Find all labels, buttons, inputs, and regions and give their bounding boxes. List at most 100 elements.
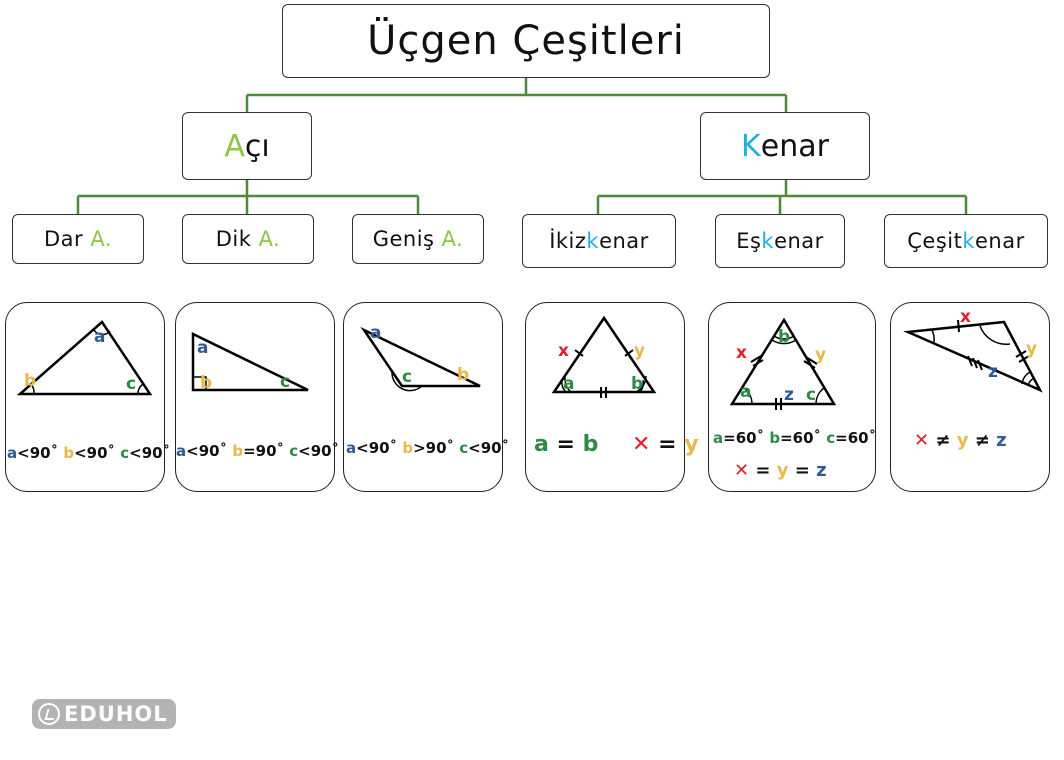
genis-f-b-rel: >90˚ [413, 439, 455, 457]
ikiz-f-a: a [534, 432, 549, 457]
dik-f-a: a [176, 442, 187, 460]
acute-label-c: c [126, 374, 136, 394]
es-f-eq2: = [788, 460, 817, 481]
es-f-c: c [826, 429, 836, 447]
cesitkenar-card [890, 302, 1050, 492]
right-label-b: b [200, 373, 212, 393]
kenar-first-letter: K [741, 128, 761, 164]
equilateral-label-y: y [815, 345, 826, 365]
es-k: k [761, 229, 775, 253]
ikiz-f-eq2: = [650, 432, 685, 457]
aci-first-letter: A [224, 128, 245, 164]
dar-aci-card [5, 302, 165, 492]
dik-f-a-rel: <90˚ [186, 442, 228, 460]
right-label-c: c [280, 372, 290, 392]
cesit-f-y: y [956, 430, 969, 451]
ikiz-formula: a = b ✕ = y [534, 432, 699, 457]
dik-aci-card [175, 302, 335, 492]
equilateral-label-x: x [736, 343, 747, 363]
es-pre: Eş [736, 229, 762, 253]
eduhol-logo-text: EDUHOL [64, 702, 168, 726]
genis-f-a-rel: <90˚ [356, 439, 398, 457]
kenar-rest: enar [760, 128, 829, 164]
acute-label-a: a [94, 327, 105, 347]
dik-f-c-rel: <90˚ [298, 442, 340, 460]
dik-f-b: b [232, 442, 244, 460]
dik-abbr: A. [258, 227, 281, 251]
genis-formula: a<90˚ b>90˚ c<90˚ [346, 439, 509, 457]
obtuse-label-b: b [457, 365, 469, 385]
scalene-label-x: x [960, 307, 971, 327]
genis-f-b: b [402, 439, 414, 457]
es-f-a-rel: =60˚ [723, 429, 765, 447]
dik-formula: a<90˚ b=90˚ c<90˚ [176, 442, 339, 460]
cesit-f-x: ✕ [914, 430, 930, 451]
dar-f-c: c [120, 444, 130, 462]
dar-f-b-rel: <90˚ [74, 444, 116, 462]
cesit-pre: Çeşit [907, 229, 963, 253]
aci-rest: çı [244, 128, 270, 164]
cesit-f-z: z [996, 430, 1007, 451]
eduhol-logo: EDUHOL [32, 699, 176, 729]
acute-triangle [16, 320, 153, 396]
es-f-b-rel: =60˚ [780, 429, 822, 447]
ikiz-pre: İkiz [549, 229, 587, 253]
es-f-z: z [816, 460, 827, 481]
cesit-f-ne2: ≠ [968, 430, 997, 451]
isosceles-label-x: x [558, 341, 569, 361]
equilateral-label-c: c [806, 385, 816, 405]
dar-formula: a<90˚ b<90˚ c<90˚ [7, 444, 170, 462]
dik-f-b-rel: =90˚ [243, 442, 285, 460]
genis-f-a: a [346, 439, 357, 457]
ikiz-k: k [586, 229, 600, 253]
cesit-k: k [962, 229, 976, 253]
equilateral-label-b: b [778, 327, 790, 347]
dar-aci-node: Dar A. [12, 214, 144, 264]
cesit-post: enar [975, 229, 1025, 253]
ikiz-f-b: b [582, 432, 599, 457]
es-formula-angles: a=60˚ b=60˚ c=60˚ [713, 429, 876, 447]
ikiz-f-y: y [684, 432, 699, 457]
genis-aci-node: Geniş A. [352, 214, 484, 264]
dik-word: Dik [215, 227, 259, 251]
obtuse-label-a: a [370, 323, 381, 343]
ikiz-f-x: ✕ [632, 432, 651, 457]
title-text: Üçgen Çeşitleri [367, 18, 685, 64]
equilateral-label-a: a [740, 382, 751, 402]
isosceles-label-a: a [563, 374, 574, 394]
eduhol-logo-icon [38, 703, 60, 725]
es-f-y: y [776, 460, 789, 481]
scalene-label-y: y [1026, 339, 1037, 359]
scalene-label-z: z [988, 362, 998, 382]
dar-word: Dar [43, 227, 91, 251]
es-f-b: b [769, 429, 781, 447]
genis-aci-card [343, 302, 503, 492]
isosceles-label-y: y [634, 341, 645, 361]
es-post: enar [774, 229, 824, 253]
ikiz-post: enar [599, 229, 649, 253]
obtuse-label-c: c [402, 367, 412, 387]
obtuse-triangle [360, 326, 481, 388]
isosceles-triangle [551, 315, 657, 394]
dik-f-c: c [289, 442, 299, 460]
dar-f-a: a [7, 444, 18, 462]
es-f-a: a [713, 429, 724, 447]
scalene-triangle [903, 320, 1043, 393]
cesit-f-ne1: ≠ [929, 430, 957, 451]
es-f-x: ✕ [734, 460, 750, 481]
right-triangle [191, 332, 309, 392]
es-f-c-rel: =60˚ [835, 429, 877, 447]
genis-word: Geniş [372, 227, 442, 251]
ikiz-f-eq1: = [548, 432, 583, 457]
right-label-a: a [197, 338, 208, 358]
equilateral-label-z: z [784, 385, 794, 405]
genis-abbr: A. [441, 227, 464, 251]
dar-abbr: A. [90, 227, 113, 251]
